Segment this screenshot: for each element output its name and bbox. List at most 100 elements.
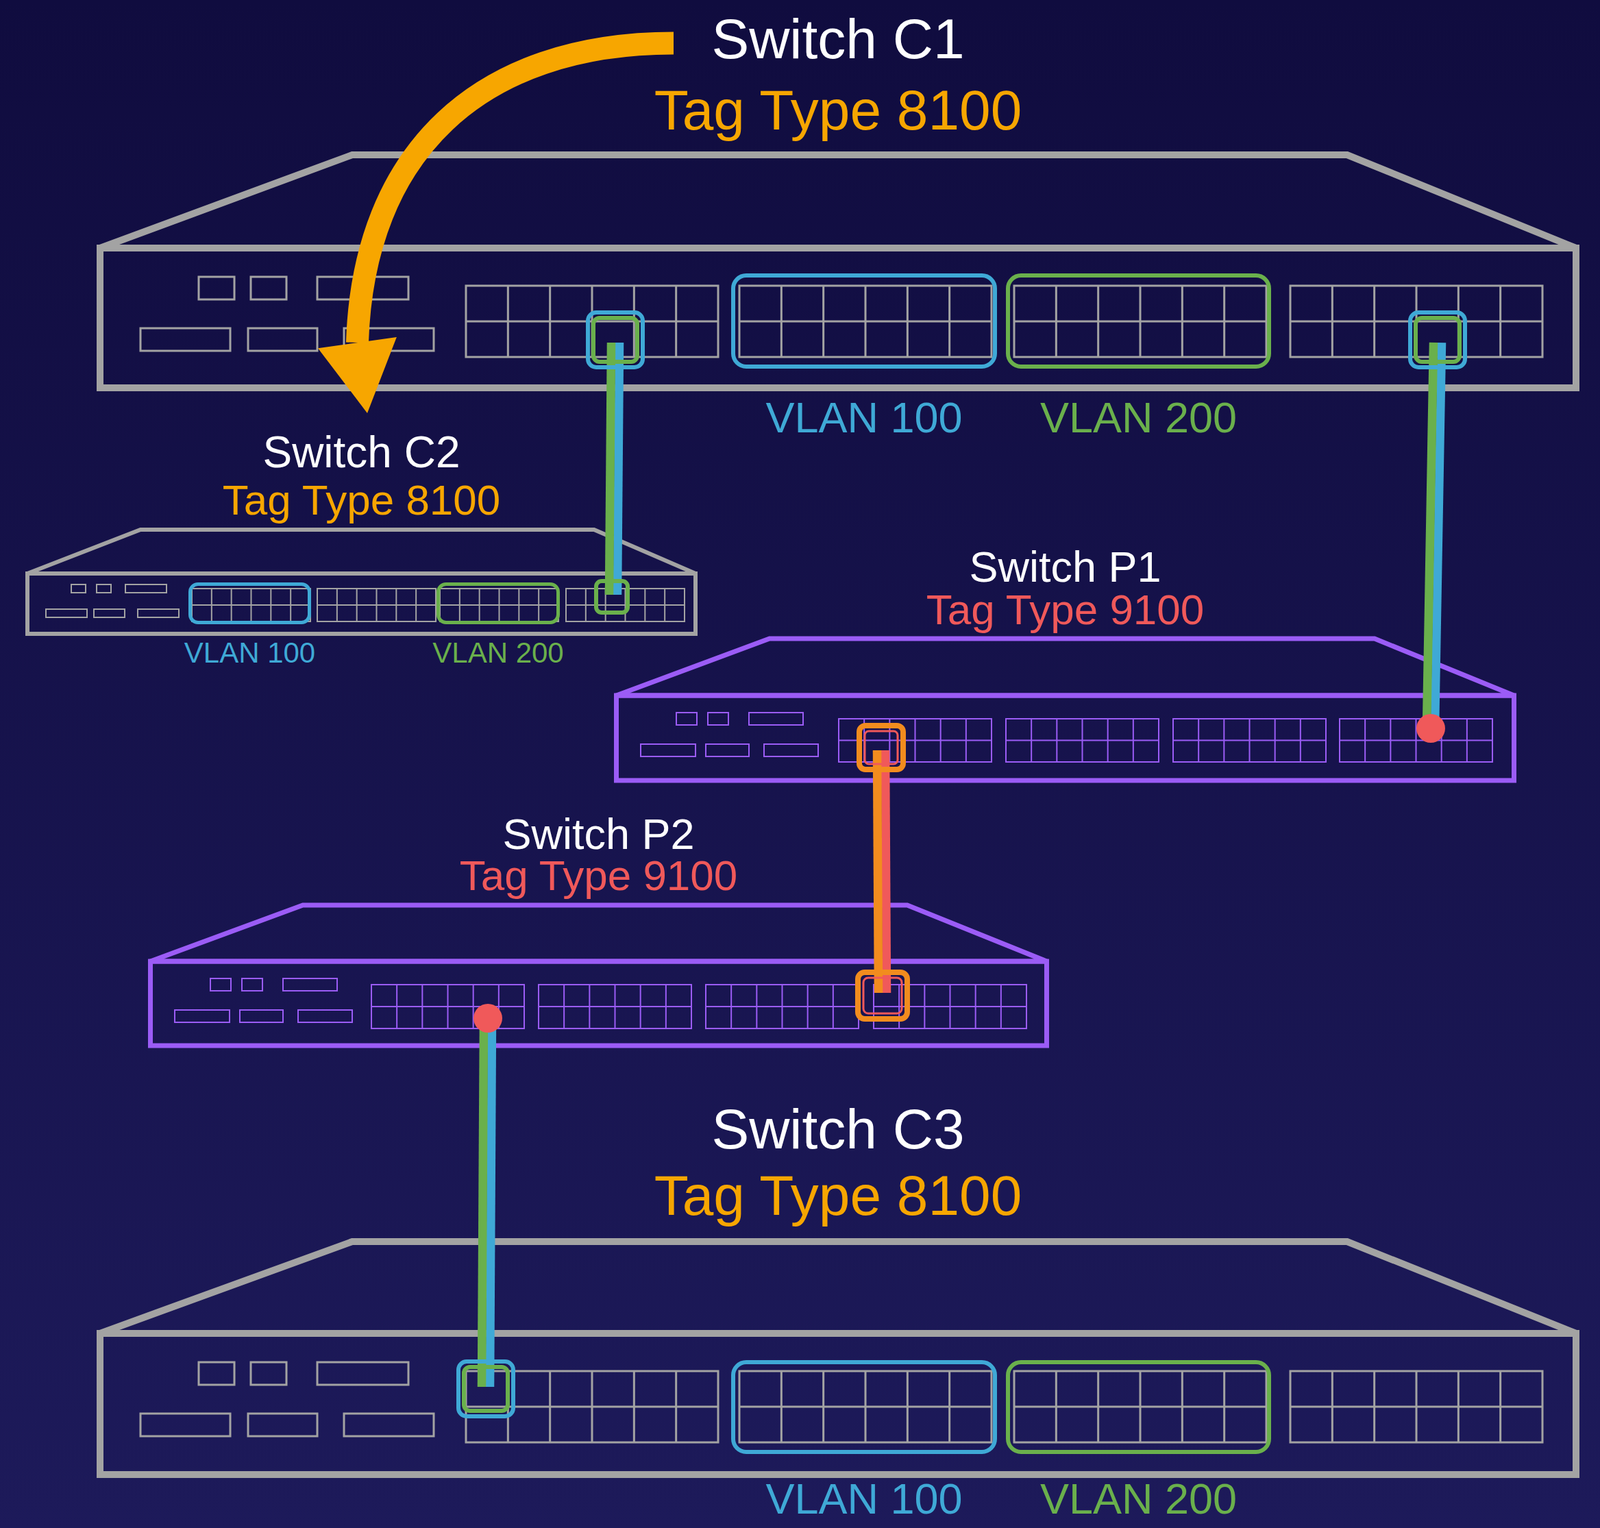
port-block xyxy=(191,588,311,622)
port-grid xyxy=(1005,718,1159,762)
port-highlight xyxy=(593,317,638,362)
vlan-label: VLAN 200 xyxy=(432,635,564,671)
port-block xyxy=(1005,718,1159,762)
switch-name: Switch C1 xyxy=(96,5,1580,73)
vlan-group: VLAN 100 xyxy=(731,1360,998,1526)
indicator-slot xyxy=(317,1362,409,1385)
port-block xyxy=(1173,718,1326,762)
port-block xyxy=(838,718,992,762)
switch-name: Switch P1 xyxy=(613,541,1517,594)
port-grid xyxy=(1014,1371,1267,1443)
chassis-top xyxy=(616,638,1515,696)
indicator-slot xyxy=(198,1362,235,1385)
port-block xyxy=(371,984,525,1029)
connector xyxy=(1426,342,1442,729)
chassis-top xyxy=(100,1241,1577,1334)
trunk-line xyxy=(1426,342,1434,729)
indicator-slot xyxy=(250,276,287,300)
tag-type: Tag Type 8100 xyxy=(25,474,698,526)
indicator-slot xyxy=(250,1362,287,1385)
indicator-slot xyxy=(140,328,231,351)
chassis-front xyxy=(100,248,1577,388)
indicator-slot xyxy=(45,609,88,618)
indicator-slot xyxy=(71,584,86,593)
indicator-slot xyxy=(640,744,696,757)
indicator-slot xyxy=(343,1413,434,1437)
connector xyxy=(609,342,620,595)
trunk-line xyxy=(481,1018,484,1387)
port-block xyxy=(439,588,559,622)
port-block xyxy=(1014,285,1267,358)
vlan-group: VLAN 200 xyxy=(1005,273,1272,445)
vlan-outline xyxy=(731,1360,998,1455)
port-grid xyxy=(439,588,559,622)
switch-name: Switch C2 xyxy=(25,426,698,479)
tag-type: Tag Type 8100 xyxy=(96,76,1580,144)
indicator-slot xyxy=(317,276,409,300)
trunk-line xyxy=(489,1018,492,1387)
vlan-label: VLAN 100 xyxy=(765,391,963,445)
indicator-slot xyxy=(748,712,804,725)
indicator-slot xyxy=(248,1413,318,1437)
port-block xyxy=(1014,1371,1267,1443)
chassis-front xyxy=(616,695,1515,781)
port-block xyxy=(1290,285,1543,358)
port-block xyxy=(565,588,685,622)
indicator-slot xyxy=(764,744,819,757)
port-grid xyxy=(838,718,992,762)
port-block xyxy=(538,984,692,1029)
port-block xyxy=(1290,1371,1543,1443)
port-highlight xyxy=(1410,312,1466,368)
vlan-label: VLAN 100 xyxy=(765,1473,963,1526)
chassis-top xyxy=(150,905,1048,962)
connector xyxy=(481,1018,492,1387)
arrow-shaft xyxy=(357,43,674,343)
chassis-front xyxy=(27,573,696,634)
vlan-label: VLAN 100 xyxy=(184,635,316,671)
indicator-slot xyxy=(137,609,179,618)
tag-type: Tag Type 9100 xyxy=(613,584,1517,636)
port-grid xyxy=(1290,285,1543,358)
port-highlight xyxy=(463,1367,508,1411)
chassis-front xyxy=(150,961,1048,1046)
port-grid xyxy=(705,984,859,1029)
indicator-slot xyxy=(198,276,235,300)
indicator-slot xyxy=(241,978,263,991)
port-grid xyxy=(873,984,1027,1029)
vlan-group: VLAN 200 xyxy=(436,582,560,671)
indicator-slot xyxy=(282,978,338,991)
port-block xyxy=(739,1371,992,1443)
indicator-slot xyxy=(174,1010,230,1023)
switch-box: Switch C1Tag Type 8100VLAN 100VLAN 200 xyxy=(96,0,1580,395)
vlan-outline xyxy=(1005,1360,1272,1455)
port-block xyxy=(739,285,992,358)
chassis-top xyxy=(100,154,1577,249)
vlan-label: VLAN 200 xyxy=(1040,391,1237,445)
trunk-line xyxy=(877,750,879,993)
port-grid xyxy=(1290,1371,1543,1443)
tag-type: Tag Type 8100 xyxy=(96,1162,1580,1230)
port-highlight xyxy=(864,731,898,765)
port-grid xyxy=(565,588,685,622)
trunk-line xyxy=(1434,342,1442,729)
port-highlight xyxy=(596,581,628,613)
vlan-outline xyxy=(436,582,560,625)
tag-dot xyxy=(473,1003,503,1033)
port-grid xyxy=(739,285,992,358)
trunk-line xyxy=(885,750,887,993)
port-block xyxy=(705,984,859,1029)
chassis-group xyxy=(616,638,1515,781)
indicator-slot xyxy=(343,328,434,351)
indicator-slot xyxy=(210,978,231,991)
tag-dot xyxy=(1416,714,1446,743)
port-grid xyxy=(465,285,719,358)
vlan-outline xyxy=(1005,273,1272,369)
indicator-slot xyxy=(676,712,697,725)
indicator-slot xyxy=(93,609,125,618)
switch-name: Switch C3 xyxy=(96,1095,1580,1163)
port-grid xyxy=(465,1371,719,1443)
arrow-head xyxy=(317,337,397,414)
indicator-slot xyxy=(705,744,749,757)
port-highlight xyxy=(587,312,643,368)
